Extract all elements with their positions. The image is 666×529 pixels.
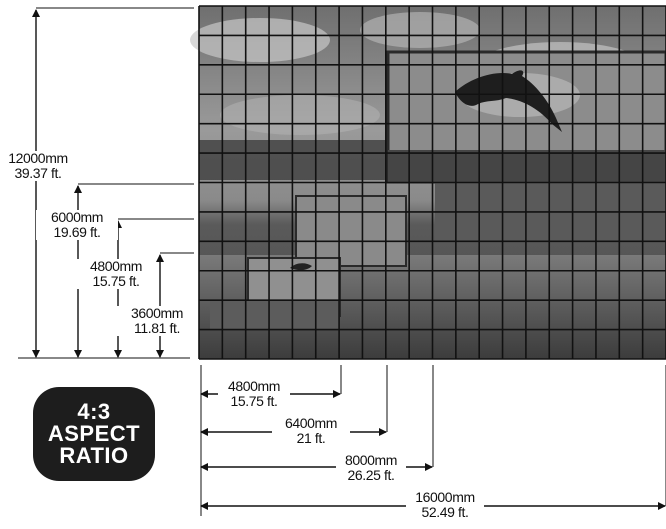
tile-grid bbox=[198, 5, 666, 360]
width-label-16000: 16000mm 52.49 ft. bbox=[406, 490, 484, 520]
width-label-8000: 8000mm 26.25 ft. bbox=[336, 453, 406, 483]
width-metric: 4800mm bbox=[227, 378, 281, 394]
height-label-4800: 4800mm 15.75 ft. bbox=[76, 259, 156, 289]
height-label-3600: 3600mm 11.81 ft. bbox=[116, 306, 198, 336]
height-imperial: 15.75 ft. bbox=[92, 273, 140, 289]
width-metric: 6400mm bbox=[284, 415, 338, 431]
width-imperial: 26.25 ft. bbox=[347, 467, 395, 483]
width-metric: 8000mm bbox=[344, 452, 398, 468]
height-imperial: 11.81 ft. bbox=[134, 320, 180, 336]
height-label-12000: 12000mm 39.37 ft. bbox=[0, 151, 76, 181]
aspect-ratio-word-2: RATIO bbox=[59, 443, 129, 468]
height-imperial: 19.69 ft. bbox=[53, 224, 101, 240]
height-metric: 4800mm bbox=[89, 258, 143, 274]
width-label-6400: 6400mm 21 ft. bbox=[272, 416, 350, 446]
height-imperial: 39.37 ft. bbox=[14, 165, 62, 181]
height-label-6000: 6000mm 19.69 ft. bbox=[36, 210, 118, 240]
height-metric: 6000mm bbox=[50, 209, 104, 225]
width-label-4800: 4800mm 15.75 ft. bbox=[218, 379, 290, 409]
width-metric: 16000mm bbox=[415, 489, 475, 505]
height-metric: 3600mm bbox=[130, 305, 184, 321]
width-imperial: 15.75 ft. bbox=[230, 393, 278, 409]
width-imperial: 52.49 ft. bbox=[421, 504, 469, 520]
dolphin-icon bbox=[455, 70, 562, 132]
aspect-ratio-word-1: ASPECT bbox=[47, 421, 141, 446]
width-imperial: 21 ft. bbox=[296, 430, 326, 446]
aspect-ratio-badge: 4:3 ASPECT RATIO bbox=[33, 387, 155, 481]
aspect-ratio-value: 4:3 bbox=[77, 399, 111, 424]
height-metric: 12000mm bbox=[8, 150, 68, 166]
